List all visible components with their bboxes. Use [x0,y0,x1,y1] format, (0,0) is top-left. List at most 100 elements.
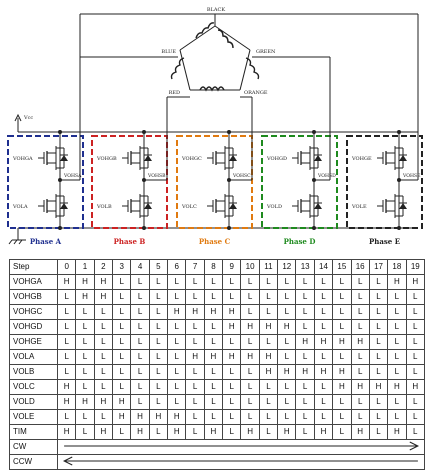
signal-state: L [148,319,169,335]
signal-state: L [75,349,95,365]
node-dot [312,178,316,182]
signal-state: L [387,409,407,425]
signal-state: L [203,409,224,425]
signal-state: H [112,394,132,410]
signal-state: L [148,274,169,290]
signal-state: H [332,379,352,395]
signal-state: L [148,379,169,395]
signal-state: L [130,379,150,395]
signal-state: L [112,379,132,395]
phase-label: Phase C [199,237,231,246]
high-side-mosfet [122,146,152,170]
signal-state: L [93,349,114,365]
high-side-mosfet [377,146,407,170]
phase-box [91,135,168,229]
signal-state: H [93,274,114,290]
signal-state: L [295,304,315,320]
signal-state: L [222,394,242,410]
signal-state: H [130,409,150,425]
signal-state: L [112,319,132,335]
signal-state: L [185,364,205,380]
signal-state: L [167,394,187,410]
signal-state: L [295,424,315,440]
output-label: VOHSC [232,173,251,179]
signal-state: L [185,409,205,425]
node-dot [397,130,401,134]
signal-state: L [112,424,132,440]
signal-state: L [185,379,205,395]
phase-box [346,135,423,229]
signal-state: H [277,424,297,440]
signal-state: L [258,289,279,305]
signal-state: L [387,289,407,305]
low-side-mosfet [122,194,152,218]
signal-state: L [203,319,224,335]
signal-state: L [332,409,352,425]
signal-state: L [350,319,370,335]
signal-state: L [75,304,95,320]
signal-state: H [240,424,260,440]
phase-label: Phase B [114,237,146,246]
signal-state: H [203,304,224,320]
signal-state: L [203,334,224,350]
signal-state: L [350,409,370,425]
node-dot [227,130,231,134]
node-dot [58,178,62,182]
signal-state: L [368,304,389,320]
signal-state: L [368,424,389,440]
node-dot [58,130,62,134]
signal-state: H [203,349,224,365]
signal-state: H [222,349,242,365]
node-dot [312,226,316,230]
signal-state: L [167,319,187,335]
signal-state: H [93,424,114,440]
step-number: 13 [295,259,315,275]
signal-state: L [167,274,187,290]
low-gate-label: VOLE [351,204,367,210]
signal-state: L [387,349,407,365]
step-number: 5 [148,259,169,275]
signal-state: L [387,334,407,350]
signal-state: L [185,319,205,335]
signal-state: H [313,424,334,440]
phase-label: Phase D [284,237,316,246]
signal-state: L [277,409,297,425]
signal-state: L [295,349,315,365]
vcc-label: Vcc [23,115,33,121]
signal-state: L [277,334,297,350]
motor-wiring [79,13,419,132]
high-gate-label: VOHGC [181,156,202,162]
signal-name: VOHGD [9,319,58,335]
signal-state: H [350,379,370,395]
signal-state: L [405,289,426,305]
signal-state: L [130,319,150,335]
signal-state: H [387,274,407,290]
signal-state: L [295,409,315,425]
signal-state: L [368,319,389,335]
signal-state: L [295,289,315,305]
signal-state: H [368,379,389,395]
signal-state: H [277,319,297,335]
signal-state: L [405,304,426,320]
signal-state: L [313,304,334,320]
signal-state: L [405,349,426,365]
signal-state: H [203,424,224,440]
signal-name: VOHGE [9,334,58,350]
phase-box [261,135,338,229]
direction-row: CW [9,439,425,455]
step-number: 3 [112,259,132,275]
signal-state: L [277,304,297,320]
signal-state: L [277,274,297,290]
signal-state: L [350,274,370,290]
signal-state: L [368,349,389,365]
signal-state: L [240,304,260,320]
step-number: 16 [350,259,370,275]
signal-state: L [350,394,370,410]
wire-label-orange: ORANGE [244,90,268,96]
step-header: Step [9,259,58,275]
